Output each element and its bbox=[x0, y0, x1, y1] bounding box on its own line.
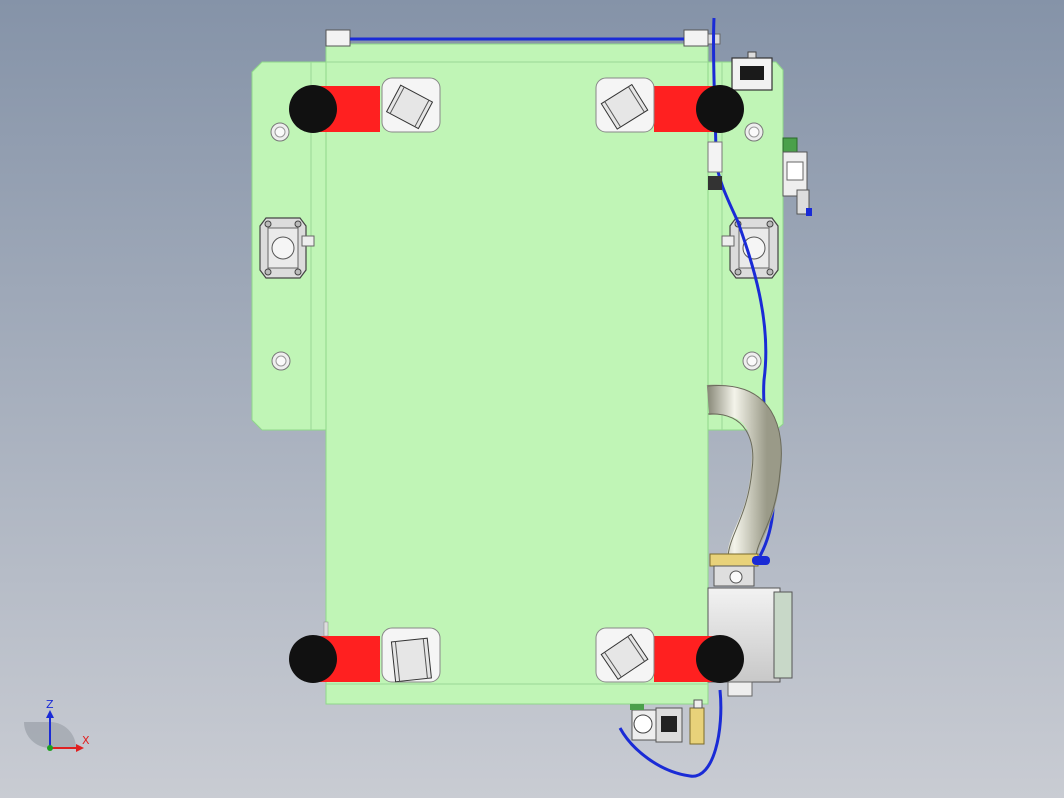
valve-bottom-left[interactable] bbox=[630, 704, 657, 741]
sensor-box-top-right[interactable] bbox=[731, 51, 773, 91]
pipe-fitting[interactable] bbox=[709, 553, 770, 587]
clamp-roller-top-right bbox=[595, 77, 655, 133]
curved-pipe bbox=[706, 384, 782, 559]
clamp-top-left[interactable] bbox=[289, 77, 441, 133]
clamp-top-right[interactable] bbox=[595, 77, 744, 133]
fitting-bottom-right[interactable] bbox=[689, 699, 705, 745]
axis-triad[interactable] bbox=[24, 710, 84, 752]
x-axis-label: X bbox=[82, 734, 90, 747]
y-axis-dot bbox=[47, 745, 53, 751]
mounting-hole-mid-left bbox=[271, 351, 291, 371]
cylinder-flange-right[interactable] bbox=[721, 217, 779, 279]
solenoid-bottom[interactable] bbox=[655, 707, 683, 743]
air-hose-bottom bbox=[618, 689, 723, 778]
clamp-bottom-right[interactable] bbox=[595, 627, 744, 683]
plate-edge-marker bbox=[323, 621, 329, 637]
cylinder-flange-left[interactable] bbox=[259, 217, 315, 279]
fitting-top-right bbox=[707, 141, 723, 190]
mounting-hole-mid-right bbox=[742, 351, 762, 371]
clamp-roller-top-left bbox=[381, 77, 441, 133]
clamp-bottom-left[interactable] bbox=[289, 627, 441, 683]
clamp-roller-bottom-left bbox=[381, 627, 441, 683]
fixture-center-plate[interactable] bbox=[325, 43, 709, 705]
mounting-hole-top-left bbox=[270, 122, 290, 142]
side-valve-right[interactable] bbox=[782, 137, 812, 216]
mounting-hole-top-right bbox=[744, 122, 764, 142]
z-axis-label: Z bbox=[46, 698, 54, 711]
top-guide-rod bbox=[325, 29, 721, 47]
clamp-roller-bottom-right bbox=[595, 627, 655, 683]
